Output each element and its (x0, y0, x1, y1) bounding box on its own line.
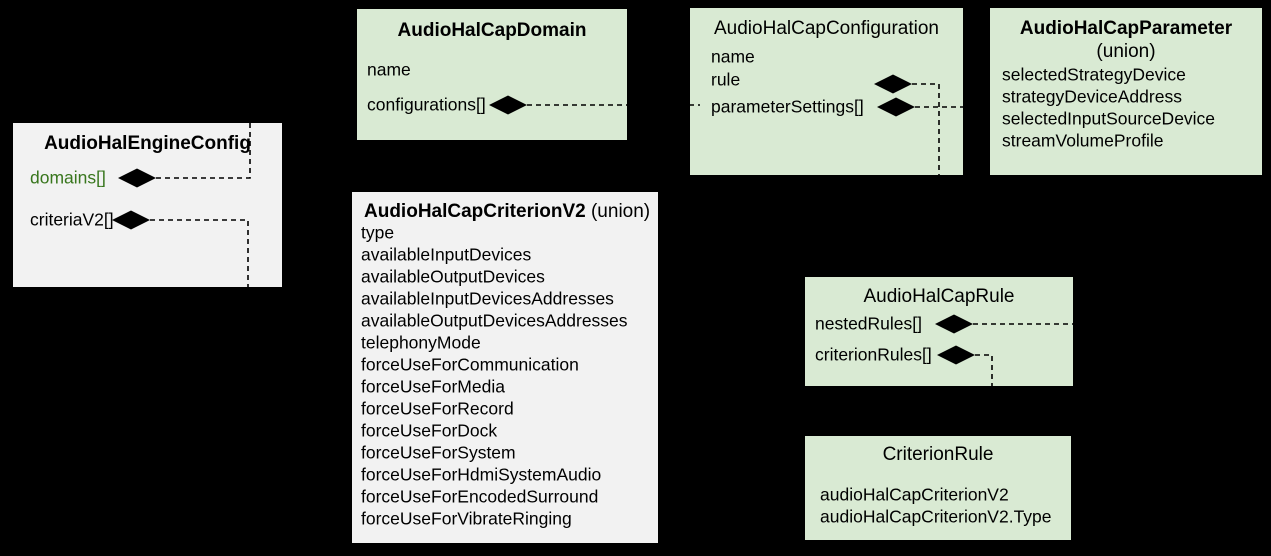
class-title: AudioHalCapCriterionV2 (union) (364, 201, 650, 223)
field-name: name (711, 46, 755, 67)
field-configurations: configurations[] (367, 94, 486, 115)
field-forceuseforrecord: forceUseForRecord (361, 398, 514, 419)
field-rule: rule (711, 69, 741, 90)
field-type: type (361, 222, 395, 243)
field-name: name (367, 59, 411, 80)
field-forceuseforsystem: forceUseForSystem (361, 442, 516, 463)
class-box-audiohalengineconfig: AudioHalEngineConfig domains[] criteriaV… (13, 123, 282, 287)
class-box-audiohalcapparameter: AudioHalCapParameter (union) selectedStr… (990, 8, 1262, 175)
class-title: AudioHalCapConfiguration (714, 18, 939, 39)
class-title: AudioHalCapParameter (1019, 18, 1233, 39)
class-title: CriterionRule (882, 444, 994, 465)
field-criterionrules: criterionRules[] (815, 344, 932, 365)
class-title: AudioHalEngineConfig (44, 133, 251, 154)
field-forceuseforhdmisystemaudio: forceUseForHdmiSystemAudio (361, 464, 602, 485)
field-strategydeviceaddress: strategyDeviceAddress (1002, 86, 1182, 107)
field-availableoutputdevicesaddresses: availableOutputDevicesAddresses (361, 310, 628, 331)
field-telephonymode: telephonyMode (361, 332, 481, 353)
field-forceuseforencodedsurround: forceUseForEncodedSurround (361, 486, 599, 507)
field-selectedstrategydevice: selectedStrategyDevice (1002, 64, 1186, 85)
class-subtitle-union: (union) (1096, 41, 1156, 62)
class-box-audiohalcaprule: AudioHalCapRule nestedRules[] criterionR… (805, 277, 1073, 386)
field-availableinputdevices: availableInputDevices (361, 244, 532, 265)
field-selectedinputsourcedevice: selectedInputSourceDevice (1002, 108, 1216, 129)
field-criteriav2: criteriaV2[] (30, 209, 114, 230)
class-box-audiohalcapconfiguration: AudioHalCapConfiguration name rule param… (690, 8, 963, 175)
class-title-text: AudioHalCapCriterionV2 (364, 201, 586, 222)
class-title: AudioHalCapDomain (397, 20, 587, 41)
field-nestedrules: nestedRules[] (815, 313, 923, 334)
field-audiohalcapcriterionv2-type: audioHalCapCriterionV2.Type (820, 506, 1052, 527)
class-title: AudioHalCapRule (863, 286, 1015, 307)
class-box-audiohalcapcriterionv2: AudioHalCapCriterionV2 (union) type avai… (352, 192, 658, 543)
field-forceuseforcommunication: forceUseForCommunication (361, 354, 579, 375)
field-availableinputdevicesaddresses: availableInputDevicesAddresses (361, 288, 614, 309)
class-box-audiohalcapdomain: AudioHalCapDomain name configurations[] (357, 9, 627, 140)
field-streamvolumeprofile: streamVolumeProfile (1002, 130, 1164, 151)
field-forceusefordock: forceUseForDock (361, 420, 498, 441)
field-domains: domains[] (30, 167, 106, 188)
field-parametersettings: parameterSettings[] (711, 96, 864, 117)
field-forceuseformedia: forceUseForMedia (361, 376, 505, 397)
class-title-union-suffix: (union) (585, 201, 651, 222)
class-box-criterionrule: CriterionRule audioHalCapCriterionV2 aud… (805, 436, 1071, 540)
field-audiohalcapcriterionv2: audioHalCapCriterionV2 (820, 484, 1009, 505)
field-availableoutputdevices: availableOutputDevices (361, 266, 545, 287)
field-forceuseforvibrateringing: forceUseForVibrateRinging (361, 508, 572, 529)
